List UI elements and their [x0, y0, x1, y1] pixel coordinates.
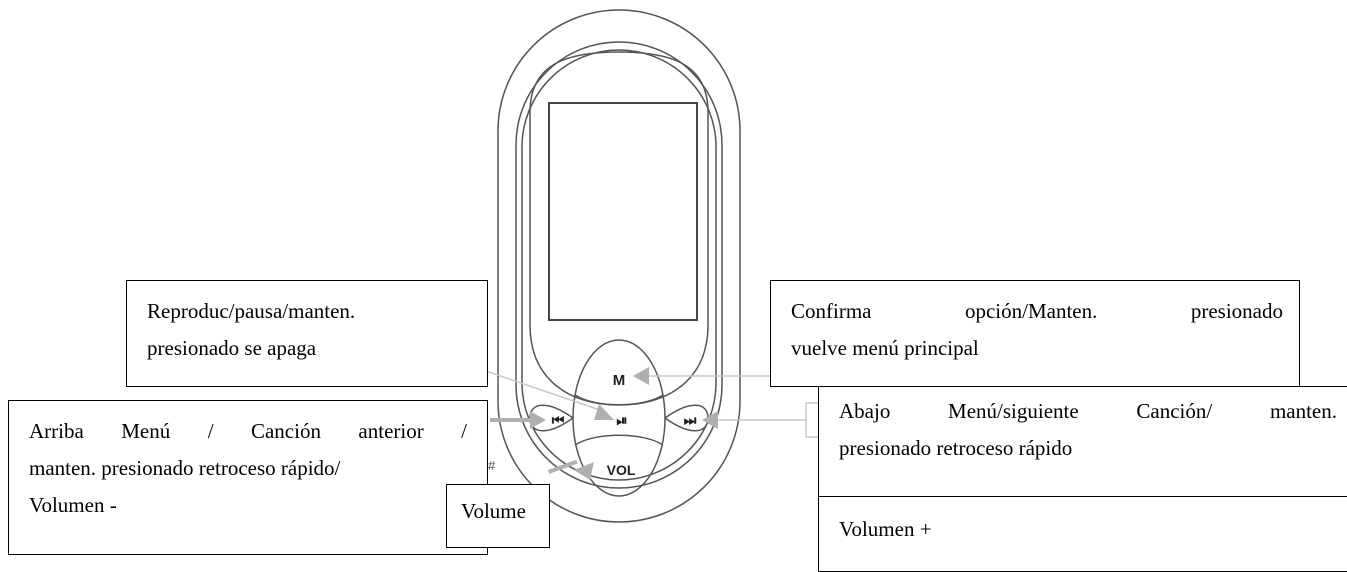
- player-face-frame: [529, 51, 709, 406]
- mp3-player: [497, 9, 741, 523]
- callout-next-line-1: Abajo Menú/siguiente Canción/ manten.: [839, 399, 1337, 423]
- arrow-to-vol: [574, 462, 594, 480]
- stray-mark: #: [488, 458, 496, 473]
- callout-m-line-2: vuelve menú principal: [791, 336, 979, 360]
- arrow-to-vol-shaft: [548, 459, 578, 474]
- button-play-pause-icon: ⏯: [616, 412, 627, 428]
- control-top-divider: [574, 394, 664, 406]
- callout-volume-label: Volume: [461, 499, 526, 523]
- arrow-to-next: [702, 411, 718, 429]
- callout-arrows: [490, 367, 718, 480]
- button-next-icon: ⏭: [684, 412, 697, 428]
- arrow-to-m: [633, 367, 649, 385]
- arrow-to-play: [594, 404, 614, 420]
- callout-prev-line-3: Volumen -: [29, 493, 117, 517]
- callout-prev: Arriba Menú / Canción anterior / manten.…: [8, 400, 488, 555]
- button-vol-label: VOL: [607, 462, 636, 478]
- callout-volplus-label: Volumen +: [839, 517, 932, 541]
- callout-next: Abajo Menú/siguiente Canción/ manten. pr…: [818, 386, 1347, 498]
- callout-play-pause: Reproduc/pausa/manten. presionado se apa…: [126, 280, 488, 387]
- button-m-label: M: [613, 372, 626, 389]
- callout-prev-line-2: manten. presionado retroceso rápido/: [29, 456, 341, 480]
- callout-play-line-2: presionado se apaga: [147, 336, 317, 360]
- control-bottom-divider: [574, 434, 664, 446]
- arrow-to-prev: [530, 411, 546, 429]
- callout-prev-line-1: Arriba Menú / Canción anterior /: [29, 419, 467, 443]
- callout-volume-plus: Volumen +: [818, 496, 1347, 572]
- callout-play-line-1: Reproduc/pausa/manten.: [147, 299, 356, 323]
- callout-next-line-2: presionado retroceso rápido: [839, 436, 1073, 460]
- arrow-to-prev-shaft: [490, 418, 532, 422]
- player-screen: [548, 102, 698, 321]
- callout-m-line-1: Confirma opción/Manten. presionado: [791, 299, 1283, 323]
- player-inner-shell: [515, 41, 723, 489]
- button-prev-icon: ⏮: [552, 412, 565, 428]
- player-outer-shell: [497, 9, 741, 523]
- leader-next-bracket: [805, 402, 818, 438]
- player-face-outline: [521, 49, 717, 481]
- callout-menu-confirm: Confirma opción/Manten. presionado vuelv…: [770, 280, 1300, 387]
- callout-volume: Volume: [446, 484, 550, 548]
